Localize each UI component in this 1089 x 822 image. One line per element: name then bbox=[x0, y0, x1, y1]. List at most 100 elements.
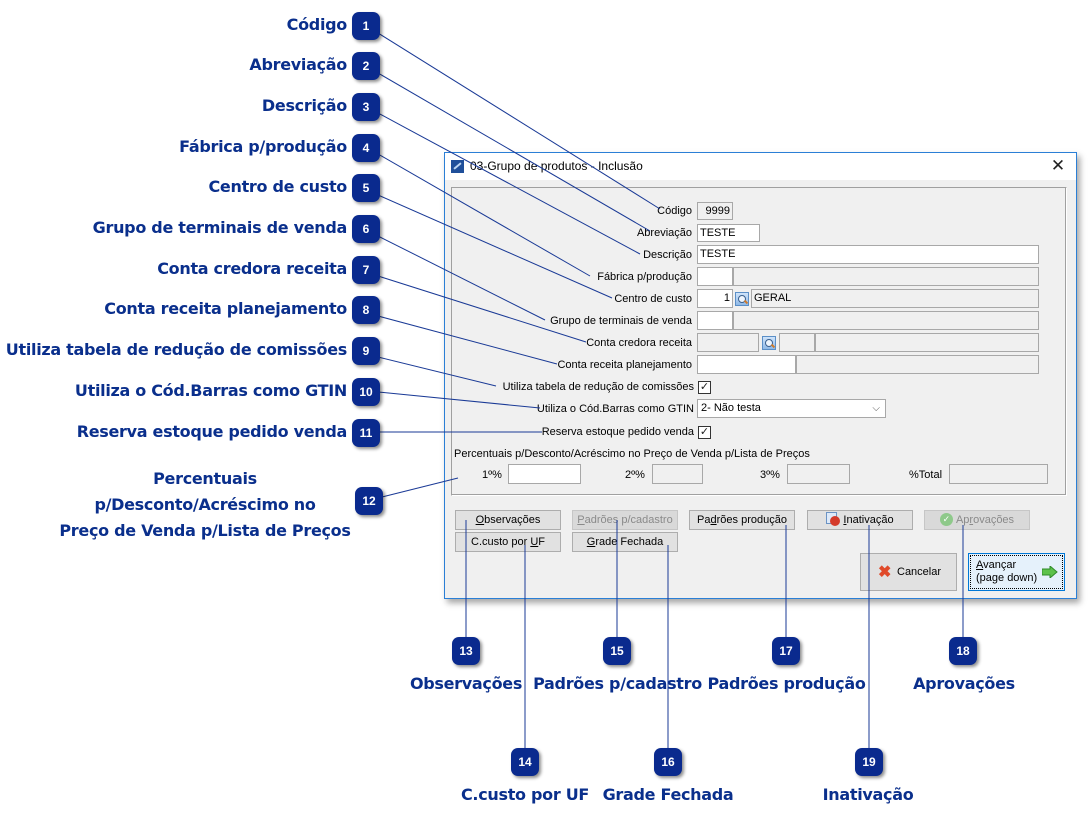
callout-label-aprovacoes: Aprovações bbox=[913, 674, 1015, 693]
codigo-label: Código bbox=[657, 205, 692, 217]
btn-text: C.custo por bbox=[471, 536, 531, 548]
app-icon bbox=[451, 160, 464, 173]
utiliza-tabela-label: Utiliza tabela de redução de comissões bbox=[502, 381, 694, 393]
descricao-input[interactable]: TESTE bbox=[697, 245, 1039, 264]
callout-label-padroes-producao: Padrões produção bbox=[707, 674, 866, 693]
avancar-line2: (page down) bbox=[976, 572, 1038, 584]
chevron-down-icon: ⌵ bbox=[872, 403, 880, 414]
gtin-select[interactable]: 2- Não testa ⌵ bbox=[697, 399, 886, 418]
conta-credora-label: Conta credora receita bbox=[586, 337, 692, 349]
avancar-label: Avançar (page down) bbox=[976, 559, 1037, 585]
callout-label-percentuais-line2: p/Desconto/Acréscimo no bbox=[94, 495, 316, 514]
percentual-3-input bbox=[787, 464, 850, 484]
btn-text: adrões p/cadastro bbox=[584, 514, 673, 526]
percentual-total-label: %Total bbox=[909, 469, 943, 481]
percentual-1-input[interactable] bbox=[508, 464, 581, 484]
reserva-label: Reserva estoque pedido venda bbox=[541, 426, 694, 438]
percentuais-section-title: Percentuais p/Desconto/Acréscimo no Preç… bbox=[454, 448, 810, 460]
callout-badge-9: 9 bbox=[352, 337, 380, 365]
aprovacoes-button[interactable]: ✓Aprovações bbox=[924, 510, 1030, 530]
dialog-grupo-produtos: 03-Grupo de produtos - Inclusão ✕ Código… bbox=[444, 152, 1077, 599]
padroes-producao-button[interactable]: Padrões produção bbox=[689, 510, 795, 530]
inativacao-button[interactable]: Inativação bbox=[807, 510, 913, 530]
callout-label-centro-custo: Centro de custo bbox=[208, 177, 347, 196]
callout-label-utiliza-tabela: Utiliza tabela de redução de comissões bbox=[5, 340, 348, 359]
percentual-1-label: 1º% bbox=[482, 469, 502, 481]
callout-label-descricao: Descrição bbox=[261, 96, 347, 115]
btn-accel: r bbox=[969, 514, 974, 526]
callout-badge-16: 16 bbox=[654, 748, 682, 776]
descricao-label: Descrição bbox=[643, 249, 692, 261]
gtin-label: Utiliza o Cód.Barras como GTIN bbox=[536, 403, 694, 415]
conta-planejamento-description bbox=[796, 355, 1039, 374]
callout-badge-12: 12 bbox=[355, 487, 383, 515]
callout-label-grupo-terminais: Grupo de terminais de venda bbox=[92, 218, 348, 237]
arrow-right-icon bbox=[1042, 566, 1058, 578]
conta-credora-description bbox=[815, 333, 1039, 352]
fabrica-description bbox=[733, 267, 1039, 286]
inactivate-icon bbox=[826, 512, 841, 527]
callout-badge-17: 17 bbox=[772, 637, 800, 665]
ccusto-uf-button[interactable]: C.custo por UF bbox=[455, 532, 561, 552]
callout-label-grade-fechada: Grade Fechada bbox=[602, 785, 734, 804]
search-lookup-icon[interactable] bbox=[735, 292, 749, 306]
cancelar-button[interactable]: ✖ Cancelar bbox=[860, 553, 957, 591]
callout-label-codigo: Código bbox=[286, 15, 348, 34]
grupo-terminais-label: Grupo de terminais de venda bbox=[550, 315, 692, 327]
check-circle-icon: ✓ bbox=[939, 512, 953, 526]
avancar-line1: vançar bbox=[983, 559, 1017, 571]
cancel-x-icon: ✖ bbox=[878, 564, 892, 581]
callout-label-observacoes: Observações bbox=[409, 674, 523, 693]
conta-planejamento-label: Conta receita planejamento bbox=[557, 359, 692, 371]
padroes-cadastro-button[interactable]: Padrões p/cadastro bbox=[572, 510, 678, 530]
fabrica-code-input[interactable] bbox=[697, 267, 733, 286]
close-button[interactable]: ✕ bbox=[1050, 156, 1066, 175]
callout-badge-13: 13 bbox=[452, 637, 480, 665]
grade-fechada-button[interactable]: Grade Fechada bbox=[572, 532, 678, 552]
btn-text: rões produção bbox=[716, 514, 787, 526]
callout-badge-7: 7 bbox=[352, 256, 380, 284]
observacoes-button[interactable]: Observações bbox=[455, 510, 561, 530]
callout-badge-11: 11 bbox=[352, 419, 380, 447]
reserva-checkbox[interactable]: ✓ bbox=[698, 426, 711, 439]
callout-badge-3: 3 bbox=[352, 93, 380, 121]
conta-credora-input[interactable] bbox=[697, 333, 759, 352]
btn-accel: P bbox=[577, 514, 585, 526]
fabrica-label: Fábrica p/produção bbox=[597, 271, 692, 283]
callout-label-abreviacao: Abreviação bbox=[249, 55, 347, 74]
grupo-terminais-code-input[interactable] bbox=[697, 311, 733, 330]
callout-label-conta-planejamento: Conta receita planejamento bbox=[104, 299, 347, 318]
codigo-field: 9999 bbox=[697, 202, 733, 220]
callout-label-inativacao: Inativação bbox=[822, 785, 914, 804]
btn-text: Pa bbox=[697, 514, 711, 526]
btn-accel: O bbox=[475, 514, 485, 526]
conta-credora-code bbox=[779, 333, 815, 352]
callout-label-fabrica: Fábrica p/produção bbox=[179, 137, 347, 156]
percentual-total-field bbox=[949, 464, 1048, 484]
callout-badge-18: 18 bbox=[949, 637, 977, 665]
btn-accel: d bbox=[710, 514, 717, 526]
callout-label-percentuais-line3: Preço de Venda p/Lista de Preços bbox=[59, 521, 351, 540]
centro-custo-label: Centro de custo bbox=[614, 293, 692, 305]
callout-badge-1: 1 bbox=[352, 12, 380, 40]
btn-accel: A bbox=[976, 559, 984, 571]
btn-text: Ap bbox=[955, 514, 970, 526]
callout-badge-19: 19 bbox=[855, 748, 883, 776]
callout-label-reserva: Reserva estoque pedido venda bbox=[76, 422, 348, 441]
btn-accel: U bbox=[530, 536, 539, 548]
centro-custo-code-input[interactable]: 1 bbox=[697, 289, 733, 308]
callout-label-percentuais: Percentuais p/Desconto/Acréscimo no Preç… bbox=[40, 466, 370, 544]
abreviacao-input[interactable]: TESTE bbox=[697, 224, 760, 242]
search-lookup-icon[interactable] bbox=[762, 336, 776, 350]
btn-accel: I bbox=[843, 514, 847, 526]
avancar-button[interactable]: Avançar (page down) bbox=[968, 553, 1065, 591]
title-bar[interactable]: 03-Grupo de produtos - Inclusão ✕ bbox=[445, 153, 1076, 180]
btn-text: F bbox=[538, 536, 545, 548]
gtin-selected-value: 2- Não testa bbox=[701, 402, 761, 414]
utiliza-tabela-checkbox[interactable]: ✓ bbox=[698, 381, 711, 394]
btn-text: nativação bbox=[846, 514, 894, 526]
btn-text: bservações bbox=[484, 514, 541, 526]
conta-planejamento-input[interactable] bbox=[697, 355, 796, 374]
abreviacao-label: Abreviação bbox=[636, 227, 692, 239]
callout-badge-14: 14 bbox=[511, 748, 539, 776]
